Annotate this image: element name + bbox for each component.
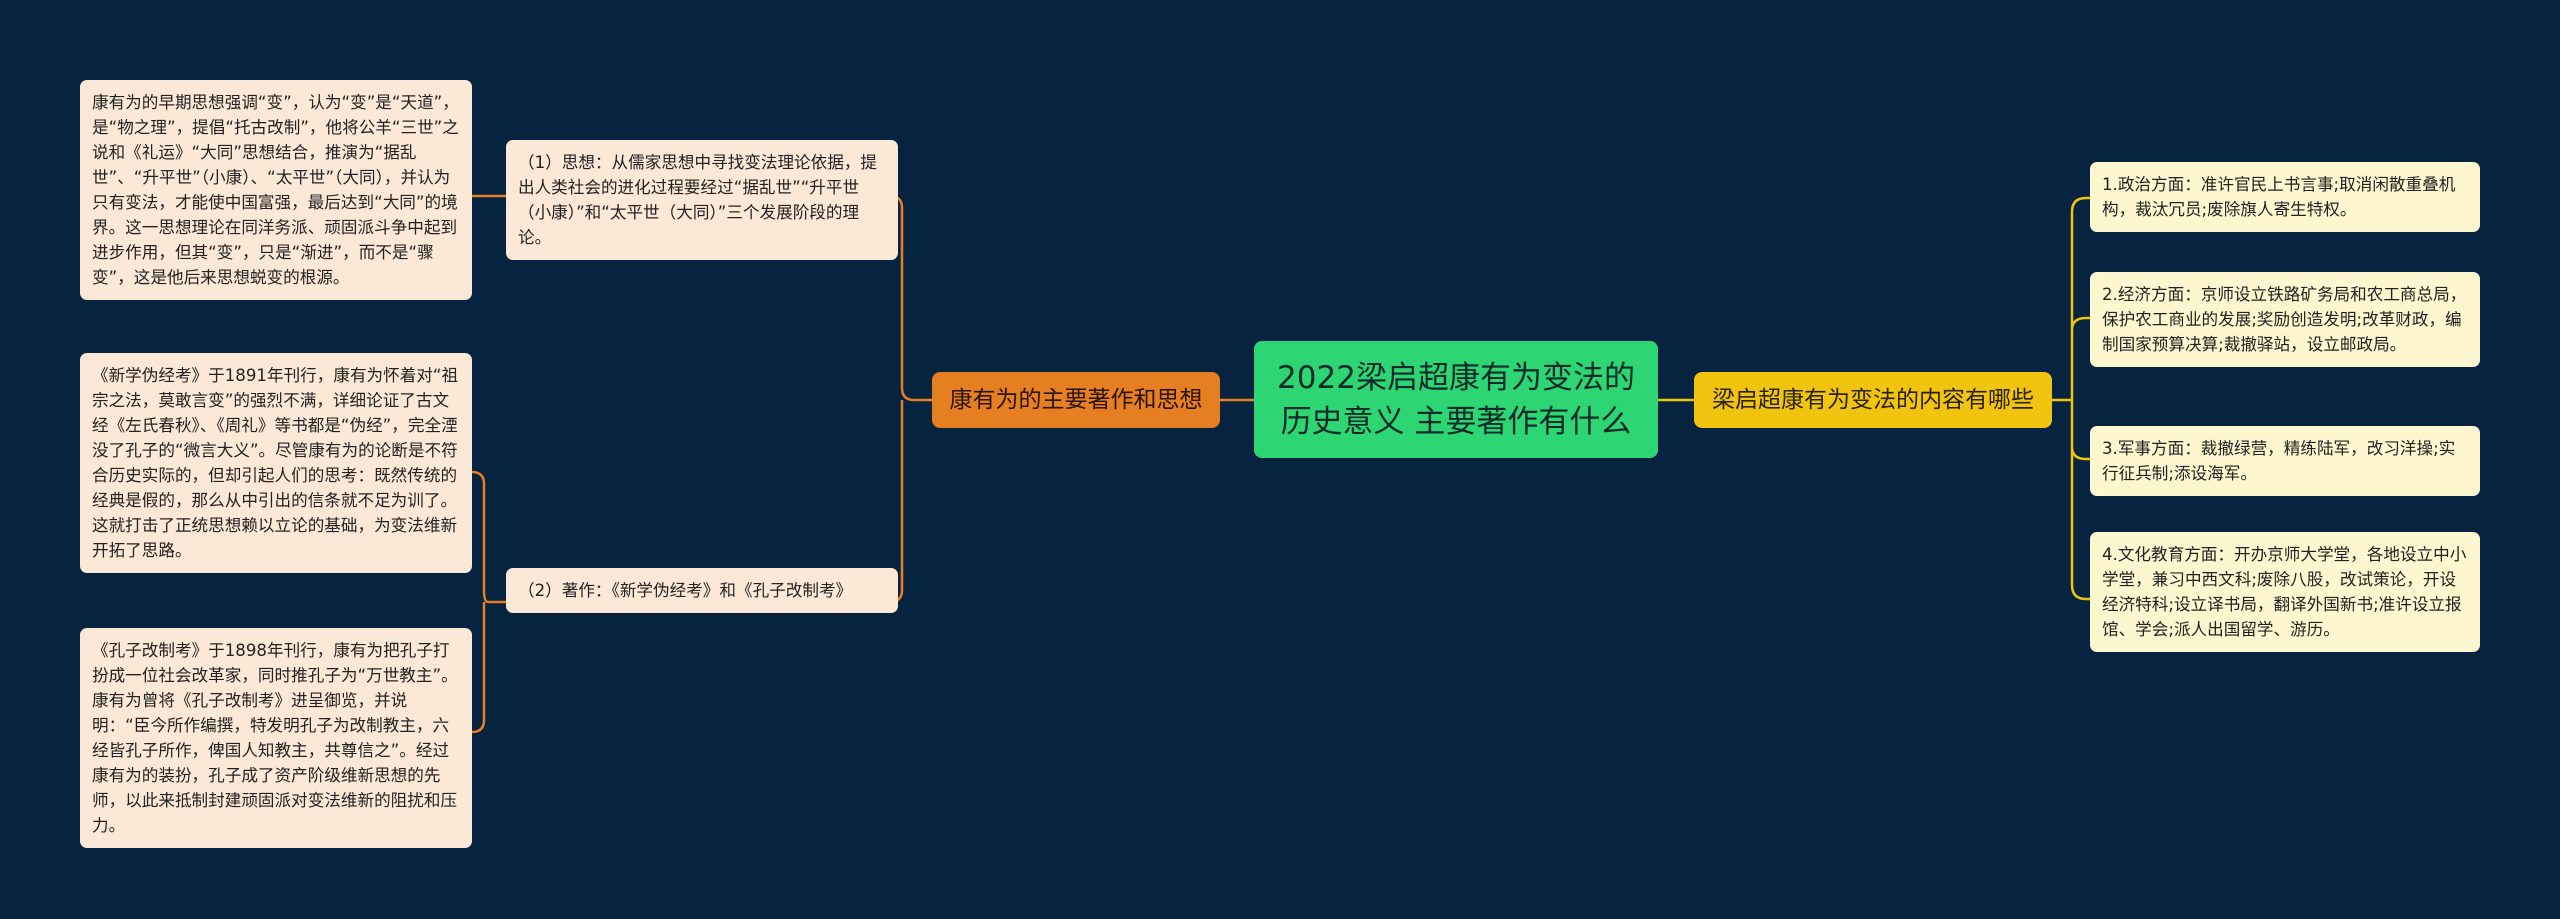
item-economic[interactable]: 2.经济方面：京师设立铁路矿务局和农工商总局，保护农工商业的发展;奖励创造发明;…	[2090, 272, 2480, 367]
item-political[interactable]: 1.政治方面：准许官民上书言事;取消闲散重叠机构，裁汰冗员;废除旗人寄生特权。	[2090, 162, 2480, 232]
connector-right-branch-to-items	[2052, 196, 2090, 601]
node-thought[interactable]: （1）思想：从儒家思想中寻找变法理论依据，提出人类社会的进化过程要经过“据乱世”…	[506, 140, 898, 260]
detail-kongzi-gaizhi-kao[interactable]: 《孔子改制考》于1898年刊行，康有为把孔子打扮成一位社会改革家，同时推孔子为“…	[80, 628, 472, 848]
item-culture-education[interactable]: 4.文化教育方面：开办京师大学堂，各地设立中小学堂，兼习中西文科;废除八股，改试…	[2090, 532, 2480, 652]
root-topic[interactable]: 2022梁启超康有为变法的历史意义 主要著作有什么	[1254, 341, 1658, 458]
branch-main-works-and-thought[interactable]: 康有为的主要著作和思想	[932, 372, 1220, 428]
node-works[interactable]: （2）著作：《新学伪经考》和《孔子改制考》	[506, 568, 898, 613]
detail-xinxue-weijing-kao[interactable]: 《新学伪经考》于1891年刊行，康有为怀着对“祖宗之法，莫敢言变”的强烈不满，详…	[80, 353, 472, 573]
item-military[interactable]: 3.军事方面：裁撤绿营，精练陆军，改习洋操;实行征兵制;添设海军。	[2090, 426, 2480, 496]
detail-early-thought[interactable]: 康有为的早期思想强调“变”，认为“变”是“天道”，是“物之理”，提倡“托古改制”…	[80, 80, 472, 300]
connector-works-to-details	[471, 470, 506, 734]
branch-reform-contents[interactable]: 梁启超康有为变法的内容有哪些	[1694, 372, 2052, 428]
